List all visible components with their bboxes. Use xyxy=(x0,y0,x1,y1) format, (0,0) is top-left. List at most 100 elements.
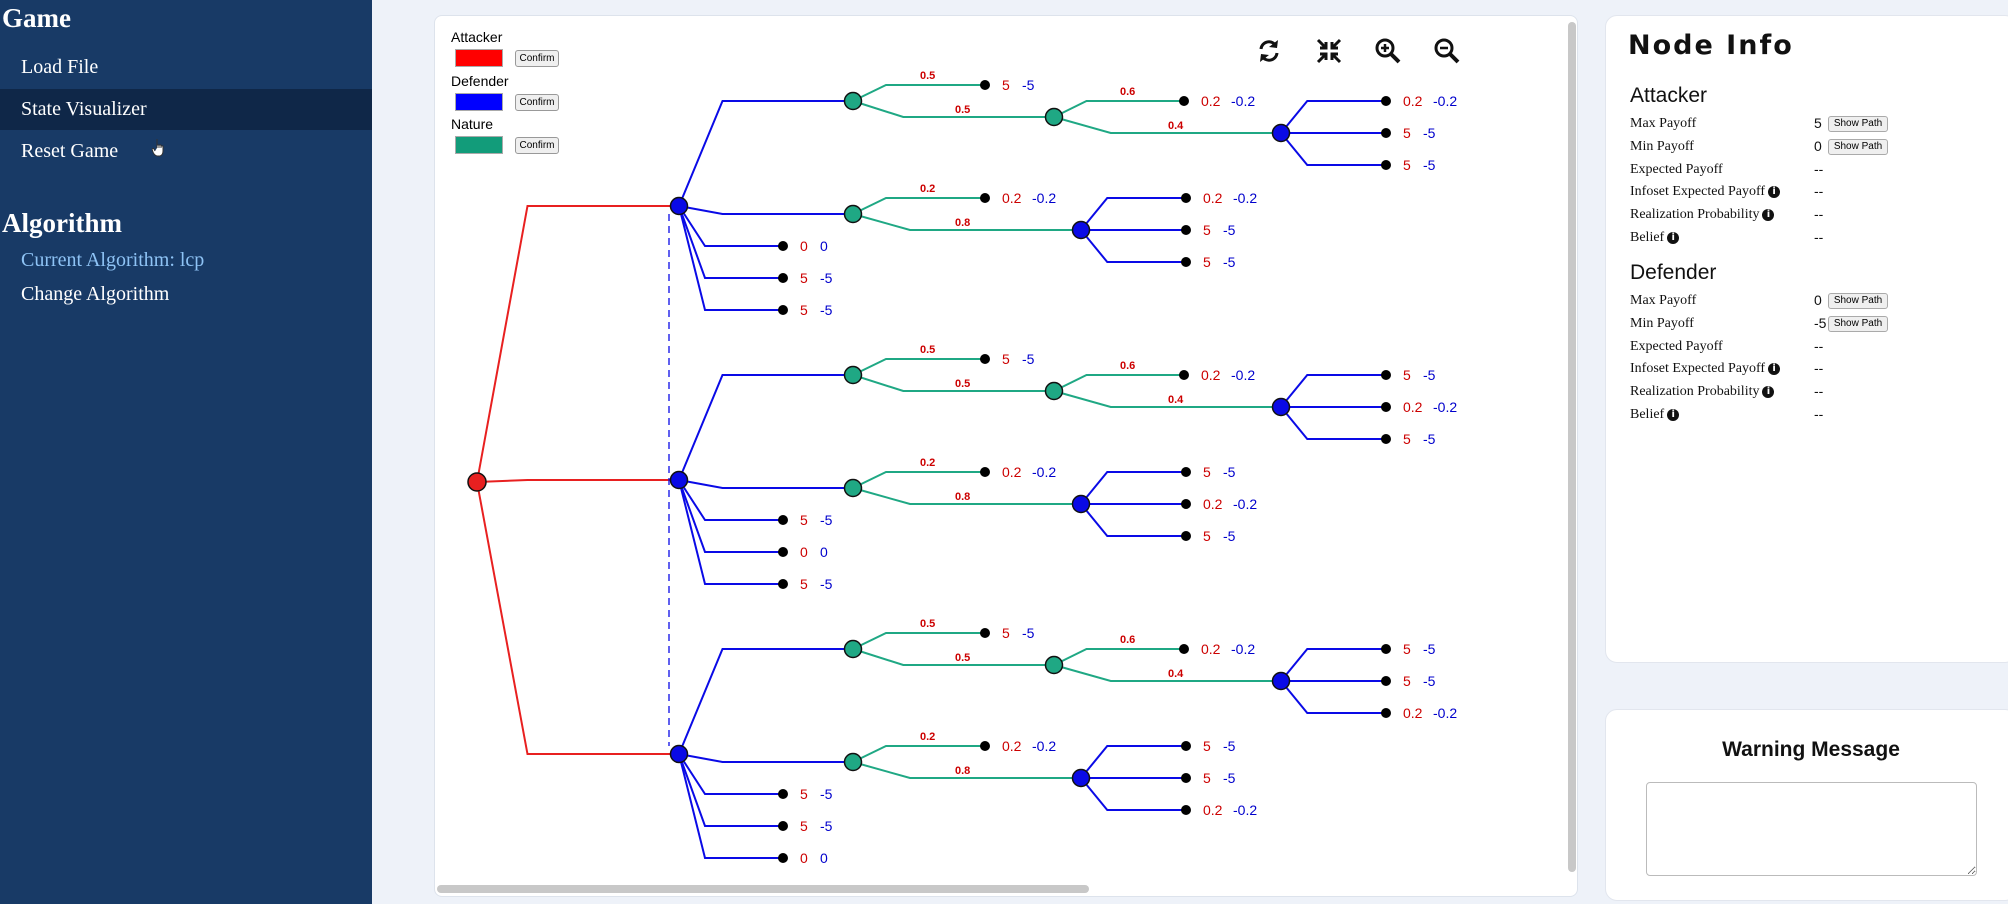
payoff-defender: -0.2 xyxy=(1433,399,1457,415)
sidebar-item-reset-game[interactable]: Reset Game xyxy=(21,140,119,162)
defender-expected-payoff-value: -- xyxy=(1814,338,1824,354)
nature-node[interactable] xyxy=(843,639,863,659)
defender-min-show-path-button[interactable]: Show Path xyxy=(1828,316,1888,332)
nature-edge xyxy=(852,745,985,763)
attacker-min-show-path-button[interactable]: Show Path xyxy=(1828,139,1888,155)
leaf-node[interactable] xyxy=(1381,96,1391,106)
leaf-node[interactable] xyxy=(1181,805,1191,815)
horizontal-scrollbar[interactable] xyxy=(437,885,1089,893)
defender-node[interactable] xyxy=(669,744,689,764)
info-icon[interactable]: i xyxy=(1762,385,1775,398)
defender-node[interactable] xyxy=(1071,220,1091,240)
leaf-node[interactable] xyxy=(778,515,788,525)
nature-node[interactable] xyxy=(843,365,863,385)
defender-node[interactable] xyxy=(669,470,689,490)
defender-belief-value: -- xyxy=(1814,406,1824,422)
defender-node[interactable] xyxy=(669,196,689,216)
sidebar-item-state-visualizer[interactable]: State Visualizer xyxy=(0,89,372,130)
leaf-node[interactable] xyxy=(980,193,990,203)
payoff-defender: 0 xyxy=(820,544,828,560)
payoff-attacker: 0.2 xyxy=(1002,190,1022,206)
info-icon[interactable]: i xyxy=(1768,362,1781,375)
leaf-node[interactable] xyxy=(1381,434,1391,444)
leaf-node[interactable] xyxy=(1181,225,1191,235)
leaf-node[interactable] xyxy=(1181,741,1191,751)
defender-node[interactable] xyxy=(1271,123,1291,143)
leaf-node[interactable] xyxy=(778,579,788,589)
leaf-node[interactable] xyxy=(1381,708,1391,718)
nature-confirm-button[interactable]: Confirm xyxy=(515,137,559,154)
leaf-node[interactable] xyxy=(980,80,990,90)
attacker-expected-payoff-label: Expected Payoff xyxy=(1630,162,1723,177)
nature-node[interactable] xyxy=(843,91,863,111)
payoff-defender: -0.2 xyxy=(1233,496,1257,512)
leaf-node[interactable] xyxy=(980,467,990,477)
leaf-node[interactable] xyxy=(778,789,788,799)
leaf-node[interactable] xyxy=(1381,644,1391,654)
info-icon[interactable]: i xyxy=(1667,408,1680,421)
leaf-node[interactable] xyxy=(1381,676,1391,686)
leaf-node[interactable] xyxy=(778,241,788,251)
warning-message-box[interactable] xyxy=(1646,782,1977,876)
defender-color-swatch[interactable] xyxy=(455,93,503,111)
leaf-node[interactable] xyxy=(1381,128,1391,138)
attacker-color-swatch[interactable] xyxy=(455,49,503,67)
info-icon[interactable]: i xyxy=(1762,208,1775,221)
leaf-node[interactable] xyxy=(1181,499,1191,509)
payoff-attacker: 0 xyxy=(800,850,808,866)
probability-label: 0.5 xyxy=(920,70,935,82)
zoom-out-icon[interactable] xyxy=(1432,36,1462,66)
leaf-node[interactable] xyxy=(1181,773,1191,783)
attacker-confirm-button[interactable]: Confirm xyxy=(515,50,559,67)
leaf-node[interactable] xyxy=(1381,402,1391,412)
leaf-node[interactable] xyxy=(1181,257,1191,267)
leaf-node[interactable] xyxy=(980,354,990,364)
probability-label: 0.8 xyxy=(955,491,970,503)
nature-node[interactable] xyxy=(843,752,863,772)
info-icon[interactable]: i xyxy=(1768,185,1781,198)
defender-node[interactable] xyxy=(1071,768,1091,788)
leaf-node[interactable] xyxy=(980,741,990,751)
nature-node[interactable] xyxy=(843,478,863,498)
vertical-scrollbar[interactable] xyxy=(1568,22,1576,872)
change-algorithm-link[interactable]: Change Algorithm xyxy=(21,283,170,305)
leaf-node[interactable] xyxy=(980,628,990,638)
leaf-node[interactable] xyxy=(1179,370,1189,380)
nature-node[interactable] xyxy=(1044,381,1064,401)
defender-edge xyxy=(1280,680,1386,714)
leaf-node[interactable] xyxy=(778,821,788,831)
zoom-in-icon[interactable] xyxy=(1373,36,1403,66)
defender-node[interactable] xyxy=(1271,671,1291,691)
probability-label: 0.8 xyxy=(955,217,970,229)
nature-node[interactable] xyxy=(1044,107,1064,127)
leaf-node[interactable] xyxy=(1181,193,1191,203)
leaf-node[interactable] xyxy=(778,547,788,557)
refresh-icon[interactable] xyxy=(1254,36,1284,66)
leaf-node[interactable] xyxy=(1179,644,1189,654)
leaf-node[interactable] xyxy=(778,305,788,315)
defender-node[interactable] xyxy=(1271,397,1291,417)
leaf-node[interactable] xyxy=(1381,370,1391,380)
nature-node[interactable] xyxy=(1044,655,1064,675)
info-icon[interactable]: i xyxy=(1667,231,1680,244)
defender-node[interactable] xyxy=(1071,494,1091,514)
payoff-defender: -5 xyxy=(1022,77,1035,93)
attacker-max-show-path-button[interactable]: Show Path xyxy=(1828,116,1888,132)
root-attacker-node[interactable] xyxy=(467,472,487,492)
defender-max-show-path-button[interactable]: Show Path xyxy=(1828,293,1888,309)
legend-label-attacker: Attacker xyxy=(451,29,503,45)
nature-node[interactable] xyxy=(843,204,863,224)
defender-confirm-button[interactable]: Confirm xyxy=(515,94,559,111)
leaf-node[interactable] xyxy=(778,273,788,283)
nature-color-swatch[interactable] xyxy=(455,136,503,154)
leaf-node[interactable] xyxy=(1179,96,1189,106)
leaf-node[interactable] xyxy=(1181,531,1191,541)
collapse-icon[interactable] xyxy=(1314,36,1344,66)
payoff-attacker: 5 xyxy=(1403,673,1411,689)
sidebar-item-load-file[interactable]: Load File xyxy=(21,56,99,78)
payoff-defender: -5 xyxy=(820,302,833,318)
leaf-node[interactable] xyxy=(1381,160,1391,170)
leaf-node[interactable] xyxy=(1181,467,1191,477)
leaf-node[interactable] xyxy=(778,853,788,863)
